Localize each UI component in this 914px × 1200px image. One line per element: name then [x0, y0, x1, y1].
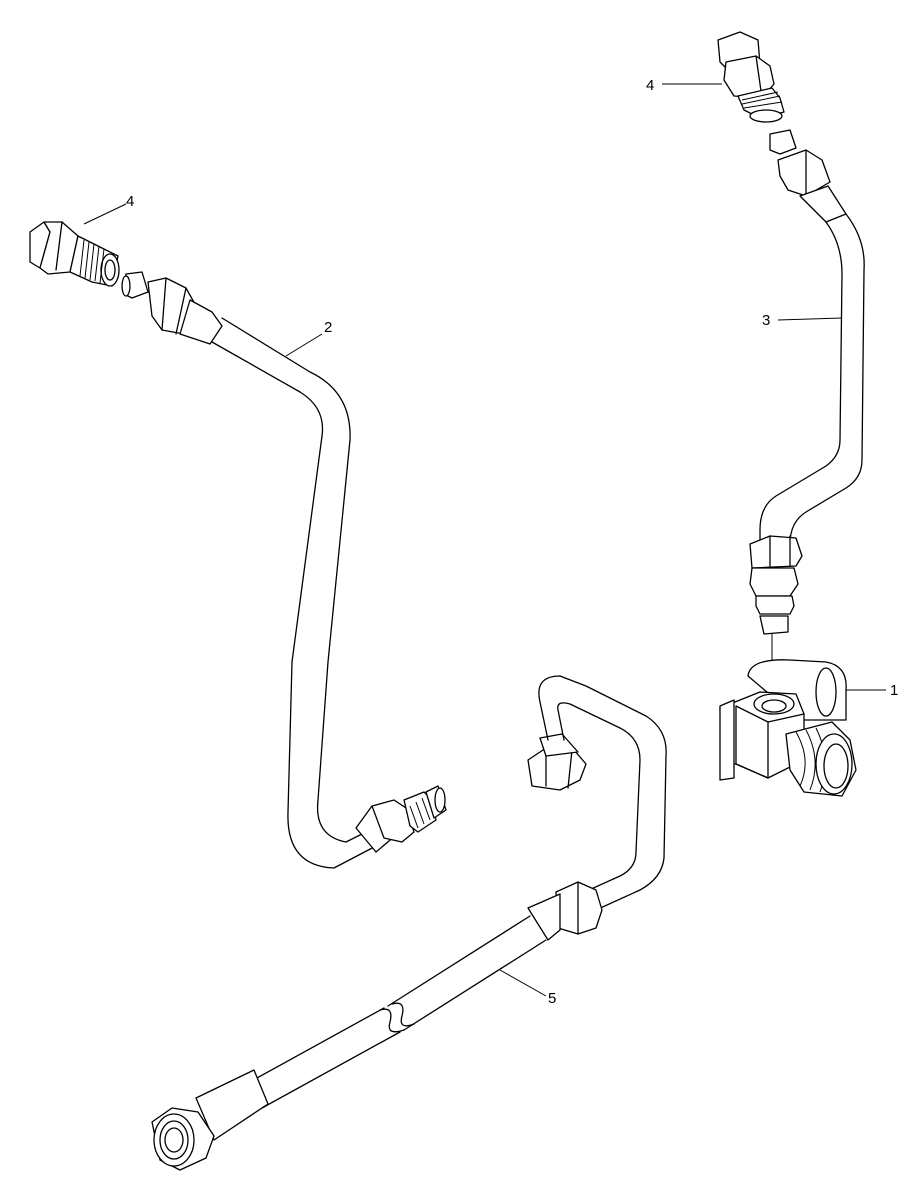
- callout-label-5: 5: [548, 990, 556, 1007]
- block-connector-1: [719, 634, 857, 797]
- pipe-assembly-5: [151, 675, 667, 1171]
- callout-2: 2: [285, 319, 332, 357]
- callout-4-left: 4: [83, 193, 134, 225]
- callout-label-2: 2: [324, 319, 332, 336]
- callout-5: 5: [499, 969, 556, 1007]
- callout-label-3: 3: [762, 312, 770, 329]
- pipe-assembly-3: [717, 31, 865, 635]
- pipe-assembly-2: [29, 221, 447, 869]
- callout-1: 1: [846, 682, 898, 699]
- callout-label-4-right: 4: [646, 77, 654, 94]
- adapter-fitting-right: [717, 31, 785, 123]
- adapter-fitting-left: [29, 221, 120, 287]
- end-flare-nut: [151, 1107, 215, 1171]
- callout-4-right: 4: [646, 77, 722, 94]
- callout-3: 3: [762, 312, 843, 329]
- callout-label-1: 1: [890, 682, 898, 699]
- callout-label-4-left: 4: [126, 193, 134, 210]
